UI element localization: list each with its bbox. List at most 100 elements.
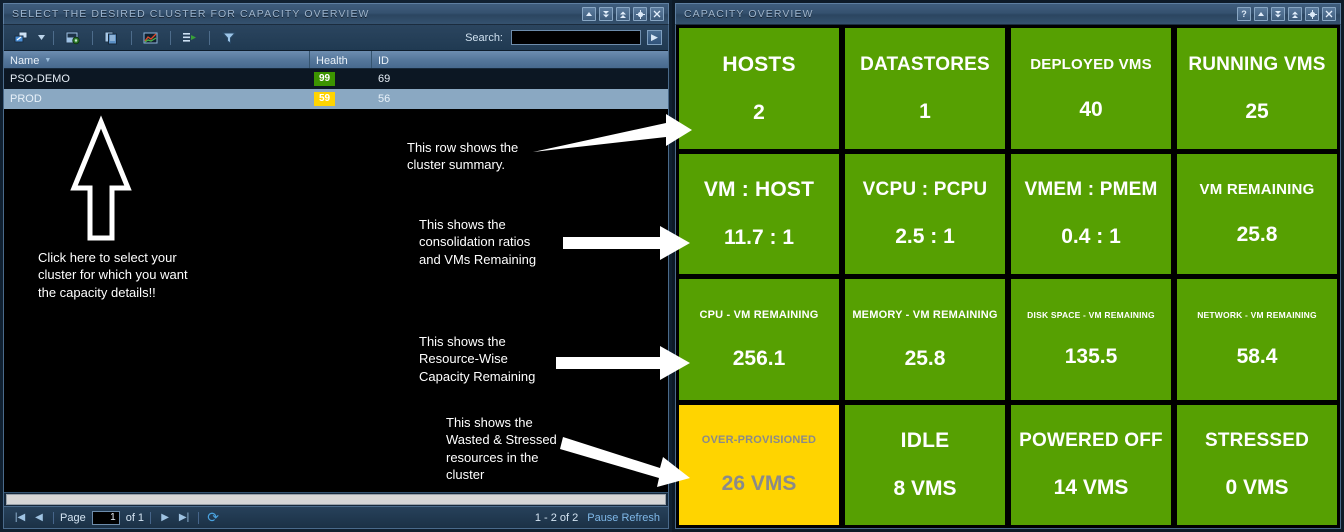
tile-value: 11.7 : 1 (723, 226, 795, 250)
table-row[interactable]: PROD 59 56 (4, 89, 668, 109)
tile-idle[interactable]: IDLE 8 VMS (845, 404, 1005, 525)
expand-down-button[interactable] (599, 7, 613, 21)
cluster-selection-panel: SELECT THE DESIRED CLUSTER FOR CAPACITY … (0, 0, 672, 532)
tile-memory-vm-remaining[interactable]: MEMORY - VM REMAINING 25.8 (845, 279, 1005, 400)
tile-row-summary: HOSTS 2 DATASTORES 1 DEPLOYED VMS 40 RUN… (679, 28, 1337, 149)
column-header-name[interactable]: Name ▼ (4, 51, 310, 68)
tile-row-resource-remaining: CPU - VM REMAINING 256.1 MEMORY - VM REM… (679, 279, 1337, 400)
tile-vcpu-pcpu[interactable]: VCPU : PCPU 2.5 : 1 (845, 153, 1005, 274)
toolbar-separator (53, 30, 54, 45)
first-page-button[interactable]: |◀ (14, 512, 26, 523)
launch-icon[interactable] (10, 28, 34, 48)
tile-hosts[interactable]: HOSTS 2 (679, 28, 839, 149)
tile-value: 2.5 : 1 (895, 225, 955, 249)
tile-value: 256.1 (732, 346, 786, 370)
left-window-buttons (582, 7, 664, 21)
tile-label: DATASTORES (860, 53, 990, 75)
tile-stressed[interactable]: STRESSED 0 VMS (1177, 404, 1337, 525)
tile-label: VMEM : PMEM (1024, 179, 1158, 201)
tile-label: MEMORY - VM REMAINING (852, 308, 998, 321)
page-number-input[interactable] (91, 510, 120, 525)
tile-label: DEPLOYED VMS (1030, 55, 1152, 73)
health-badge: 99 (314, 72, 335, 86)
tile-value: 40 (1079, 97, 1103, 121)
annotation-canvas (4, 109, 668, 492)
tile-value: 26 VMS (721, 472, 797, 496)
right-panel-title: CAPACITY OVERVIEW (684, 8, 814, 20)
search-label: Search: (465, 31, 503, 44)
cluster-toolbar: Search: ▶ (4, 25, 668, 51)
table-row[interactable]: PSO-DEMO 99 69 (4, 69, 668, 89)
last-page-button[interactable]: ▶| (178, 512, 190, 523)
toolbar-separator (92, 30, 93, 45)
close-button[interactable] (650, 7, 664, 21)
next-page-button[interactable]: ▶ (161, 512, 169, 523)
cell-name: PSO-DEMO (10, 73, 70, 85)
cell-name: PROD (10, 93, 42, 105)
tile-vmem-pmem[interactable]: VMEM : PMEM 0.4 : 1 (1011, 153, 1171, 274)
pagination-bar: |◀ ◀ Page of 1 ▶ ▶| ⟳ 1 - 2 of 2 Pause R… (4, 506, 668, 528)
launch-dropdown-icon[interactable] (36, 28, 46, 48)
tile-over-provisioned[interactable]: OVER-PROVISIONED 26 VMS (679, 404, 839, 525)
tile-label: DISK SPACE - VM REMAINING (1027, 310, 1155, 321)
tile-disk-space-vm-remaining[interactable]: DISK SPACE - VM REMAINING 135.5 (1011, 279, 1171, 400)
tile-value: 25 (1245, 99, 1269, 123)
tile-value: 14 VMS (1053, 476, 1129, 500)
cell-id: 56 (378, 93, 391, 105)
column-header-id[interactable]: ID (378, 54, 389, 67)
tile-label: POWERED OFF (1019, 430, 1163, 452)
pause-refresh-link[interactable]: Pause Refresh (587, 511, 660, 524)
record-range-label: 1 - 2 of 2 (534, 511, 579, 524)
export-icon[interactable] (178, 28, 202, 48)
chart-icon[interactable] (139, 28, 163, 48)
collapse-button[interactable] (582, 7, 596, 21)
copy-icon[interactable] (100, 28, 124, 48)
tile-value: 8 VMS (893, 477, 957, 501)
tile-running-vms[interactable]: RUNNING VMS 25 (1177, 28, 1337, 149)
tile-value: 25.8 (904, 346, 946, 370)
tile-network-vm-remaining[interactable]: NETWORK - VM REMAINING 58.4 (1177, 279, 1337, 400)
cluster-table-header: Name ▼ Health ID (4, 51, 668, 69)
expand-down-button[interactable] (1271, 7, 1285, 21)
filter-icon[interactable] (217, 28, 241, 48)
configure-icon[interactable] (61, 28, 85, 48)
horizontal-scrollbar[interactable] (4, 492, 668, 506)
settings-button[interactable] (1305, 7, 1319, 21)
previous-page-button[interactable]: ◀ (35, 512, 43, 523)
cell-health: 99 (310, 72, 372, 86)
tile-label: OVER-PROVISIONED (701, 434, 817, 447)
tile-label: IDLE (900, 429, 950, 453)
scrollbar-track[interactable] (6, 494, 666, 505)
tile-powered-off[interactable]: POWERED OFF 14 VMS (1011, 404, 1171, 525)
cell-health: 59 (310, 92, 372, 106)
toolbar-separator (170, 30, 171, 45)
cell-id: 69 (378, 73, 391, 85)
tile-label: CPU - VM REMAINING (699, 308, 819, 321)
tile-deployed-vms[interactable]: DEPLOYED VMS 40 (1011, 28, 1171, 149)
tile-vm-remaining[interactable]: VM REMAINING 25.8 (1177, 153, 1337, 274)
pager-separator (53, 511, 54, 524)
left-panel-body: Search: ▶ Name ▼ Health ID PSO-DEMO 99 6… (3, 25, 669, 529)
search-input[interactable] (511, 30, 641, 45)
expand-up-button[interactable] (1288, 7, 1302, 21)
collapse-button[interactable] (1254, 7, 1268, 21)
tile-cpu-vm-remaining[interactable]: CPU - VM REMAINING 256.1 (679, 279, 839, 400)
search-submit-button[interactable]: ▶ (647, 30, 662, 45)
health-badge: 59 (314, 92, 335, 106)
close-button[interactable] (1322, 7, 1336, 21)
right-panel-titlebar: CAPACITY OVERVIEW ? (675, 3, 1341, 25)
tile-vm-host[interactable]: VM : HOST 11.7 : 1 (679, 153, 839, 274)
refresh-icon[interactable]: ⟳ (207, 509, 219, 525)
pager-separator (198, 511, 200, 524)
expand-up-button[interactable] (616, 7, 630, 21)
tile-row-ratios: VM : HOST 11.7 : 1 VCPU : PCPU 2.5 : 1 V… (679, 153, 1337, 274)
help-button[interactable]: ? (1237, 7, 1251, 21)
column-header-health[interactable]: Health (310, 51, 372, 68)
tile-label: HOSTS (722, 52, 796, 76)
tile-value: 135.5 (1064, 345, 1118, 369)
tile-label: NETWORK - VM REMAINING (1197, 310, 1317, 321)
left-panel-titlebar: SELECT THE DESIRED CLUSTER FOR CAPACITY … (3, 3, 669, 25)
tile-datastores[interactable]: DATASTORES 1 (845, 28, 1005, 149)
settings-button[interactable] (633, 7, 647, 21)
